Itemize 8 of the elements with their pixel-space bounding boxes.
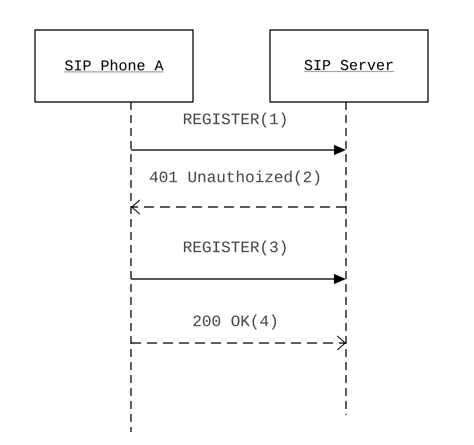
message-label: 200 OK(4) — [193, 314, 276, 330]
message-label: REGISTER(1) — [184, 112, 286, 128]
message-label: 401 Unauthoized(2) — [150, 170, 320, 186]
message-label: REGISTER(3) — [184, 240, 286, 256]
message-arrow — [131, 200, 346, 214]
message-arrow — [131, 336, 346, 350]
participant-box: SIP Phone A — [34, 29, 194, 103]
participant-box: SIP Server — [269, 29, 429, 103]
